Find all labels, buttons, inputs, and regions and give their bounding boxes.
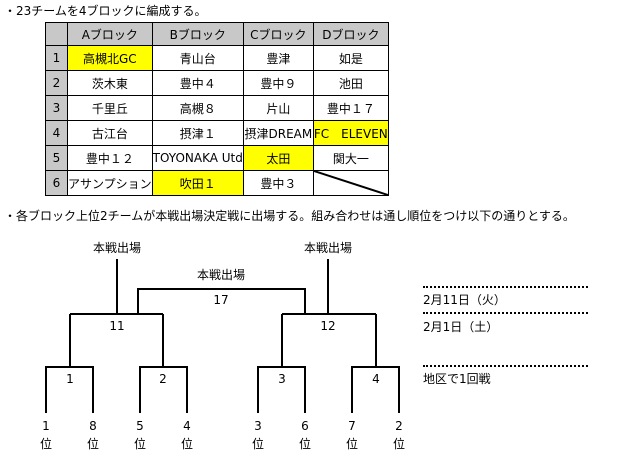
advance-label-final: 本戦出場	[196, 268, 246, 282]
team-cell: 摂津１	[151, 120, 244, 146]
seed-number: 1	[42, 419, 50, 433]
empty-slash-cell	[312, 170, 389, 196]
team-cell: 如是	[312, 45, 389, 71]
advance-label-left: 本戦出場	[92, 241, 142, 255]
table-row: 1 高槻北GC 青山台 豊津 如是	[45, 45, 389, 71]
seed-number: 4	[183, 419, 191, 433]
header-d: Dブロック	[312, 22, 389, 46]
advance-label-right: 本戦出場	[303, 241, 353, 255]
team-cell: 池田	[312, 70, 389, 96]
header-c: Cブロック	[242, 22, 314, 46]
team-cell: アサンプション	[67, 170, 153, 196]
rank-suffix: 位	[345, 437, 359, 451]
block-table: Aブロック Bブロック Cブロック Dブロック 1 高槻北GC 青山台 豊津 如…	[45, 22, 389, 196]
semi-match-right: 12	[320, 319, 336, 333]
row-number: 1	[45, 45, 68, 71]
team-cell: 豊中１７	[312, 95, 389, 121]
bracket-line	[137, 288, 306, 314]
description-text: ・各ブロック上位2チームが本戦出場決定戦に出場する。組み合わせは通し順位をつけ以…	[4, 209, 575, 223]
rank-suffix: 位	[86, 437, 100, 451]
schedule-final-date: 2月11日（火）	[423, 293, 506, 307]
final-match-number: 17	[213, 293, 229, 307]
schedule-divider	[423, 286, 588, 288]
team-cell: FC ELEVEN	[312, 120, 389, 146]
seed-number: 3	[254, 419, 262, 433]
rank-suffix: 位	[298, 437, 312, 451]
seed-number: 5	[136, 419, 144, 433]
corner-cell	[45, 22, 68, 46]
rank-suffix: 位	[392, 437, 406, 451]
row-number: 2	[45, 70, 68, 96]
team-cell: 豊中４	[151, 70, 244, 96]
seed-number: 7	[348, 419, 356, 433]
team-cell: 豊中３	[242, 170, 314, 196]
team-cell: 高槻８	[151, 95, 244, 121]
seed-number: 6	[301, 419, 309, 433]
row-number: 6	[45, 170, 68, 196]
intro-text: ・23チームを4ブロックに編成する。	[4, 4, 207, 18]
team-cell: 豊中１２	[67, 145, 153, 171]
row-number: 4	[45, 120, 68, 146]
seed-number: 2	[395, 419, 403, 433]
schedule-semi-date: 2月1日（土）	[423, 320, 499, 334]
table-header-row: Aブロック Bブロック Cブロック Dブロック	[45, 22, 389, 46]
team-cell: 太田	[242, 145, 314, 171]
table-row: 2 茨木東 豊中４ 豊中９ 池田	[45, 70, 389, 96]
rank-suffix: 位	[133, 437, 147, 451]
rank-suffix: 位	[39, 437, 53, 451]
table-row: 3 千里丘 高槻８ 片山 豊中１７	[45, 95, 389, 121]
rank-suffix: 位	[180, 437, 194, 451]
schedule-round1-note: 地区で1回戦	[423, 372, 491, 386]
round1-match: 1	[66, 372, 74, 386]
semi-match-left: 11	[109, 319, 125, 333]
schedule-divider	[423, 312, 588, 314]
schedule-divider	[423, 365, 588, 367]
team-cell: 摂津DREAM	[242, 120, 314, 146]
team-cell: 千里丘	[67, 95, 153, 121]
team-cell: 青山台	[151, 45, 244, 71]
seed-number: 8	[89, 419, 97, 433]
team-cell: 高槻北GC	[67, 45, 153, 71]
round1-match: 2	[159, 372, 167, 386]
round1-match: 4	[372, 372, 380, 386]
table-row: 6 アサンプション 吹田１ 豊中３	[45, 170, 389, 196]
team-cell: 豊中９	[242, 70, 314, 96]
round1-match: 3	[278, 372, 286, 386]
team-cell: 吹田１	[151, 170, 244, 196]
diagonal-slash	[314, 171, 388, 195]
team-cell: 豊津	[242, 45, 314, 71]
rank-suffix: 位	[251, 437, 265, 451]
table-row: 4 古江台 摂津１ 摂津DREAM FC ELEVEN	[45, 120, 389, 146]
header-a: Aブロック	[67, 22, 153, 46]
